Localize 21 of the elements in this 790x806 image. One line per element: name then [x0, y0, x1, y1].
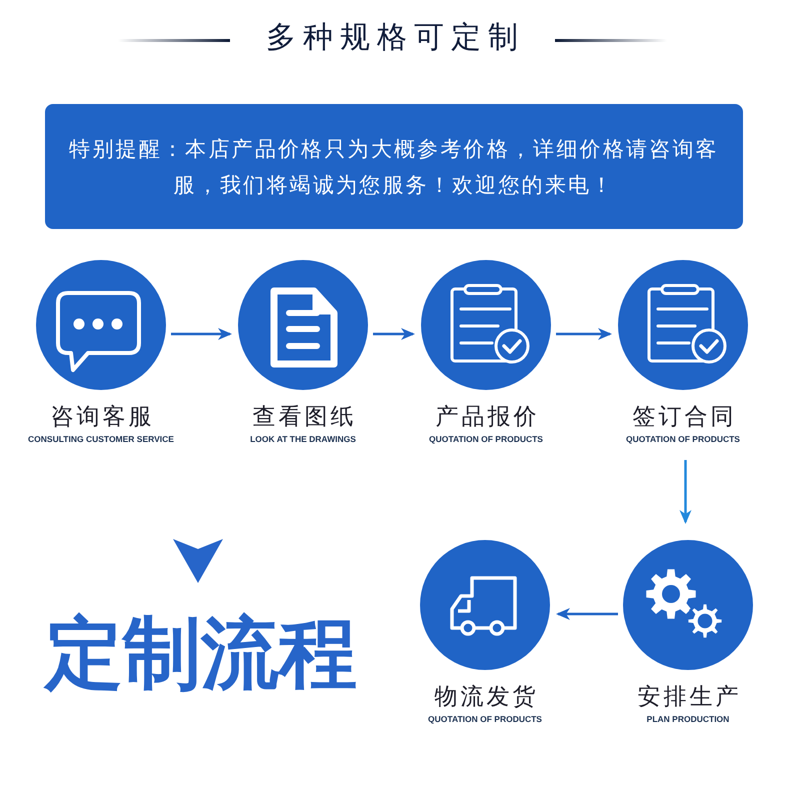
- arrow: [171, 328, 232, 340]
- notice-banner: [45, 104, 743, 229]
- arrow: [373, 328, 415, 340]
- step-subtitle: PLAN PRODUCTION: [646, 714, 730, 725]
- step-title: 咨询客服: [50, 404, 154, 431]
- step-subtitle: CONSULTING CUSTOMER SERVICE: [28, 434, 174, 445]
- step-title: 物流发货: [434, 684, 538, 711]
- step-subtitle: QUOTATION OF PRODUCTS: [429, 434, 543, 445]
- step-title: 产品报价: [434, 404, 540, 431]
- arrow: [556, 328, 612, 340]
- step-subtitle: QUOTATION OF PRODUCTS: [626, 434, 740, 445]
- arrow: [680, 460, 692, 524]
- notice-text: 特别提醒：本店产品价格只为大概参考价格，详细价格请咨询客服，我们将竭诚为您服务！欢迎您的来电！: [68, 136, 720, 198]
- step-title: 查看图纸: [252, 404, 356, 431]
- step-subtitle: LOOK AT THE DRAWINGS: [250, 434, 356, 445]
- section-heading: 定制流程: [45, 609, 357, 699]
- step-subtitle: QUOTATION OF PRODUCTS: [428, 714, 542, 725]
- step-title: 安排生产: [636, 684, 742, 711]
- arrow: [556, 608, 618, 620]
- page-title: 多种规格可定制: [265, 19, 526, 57]
- step-title: 签订合同: [632, 404, 736, 431]
